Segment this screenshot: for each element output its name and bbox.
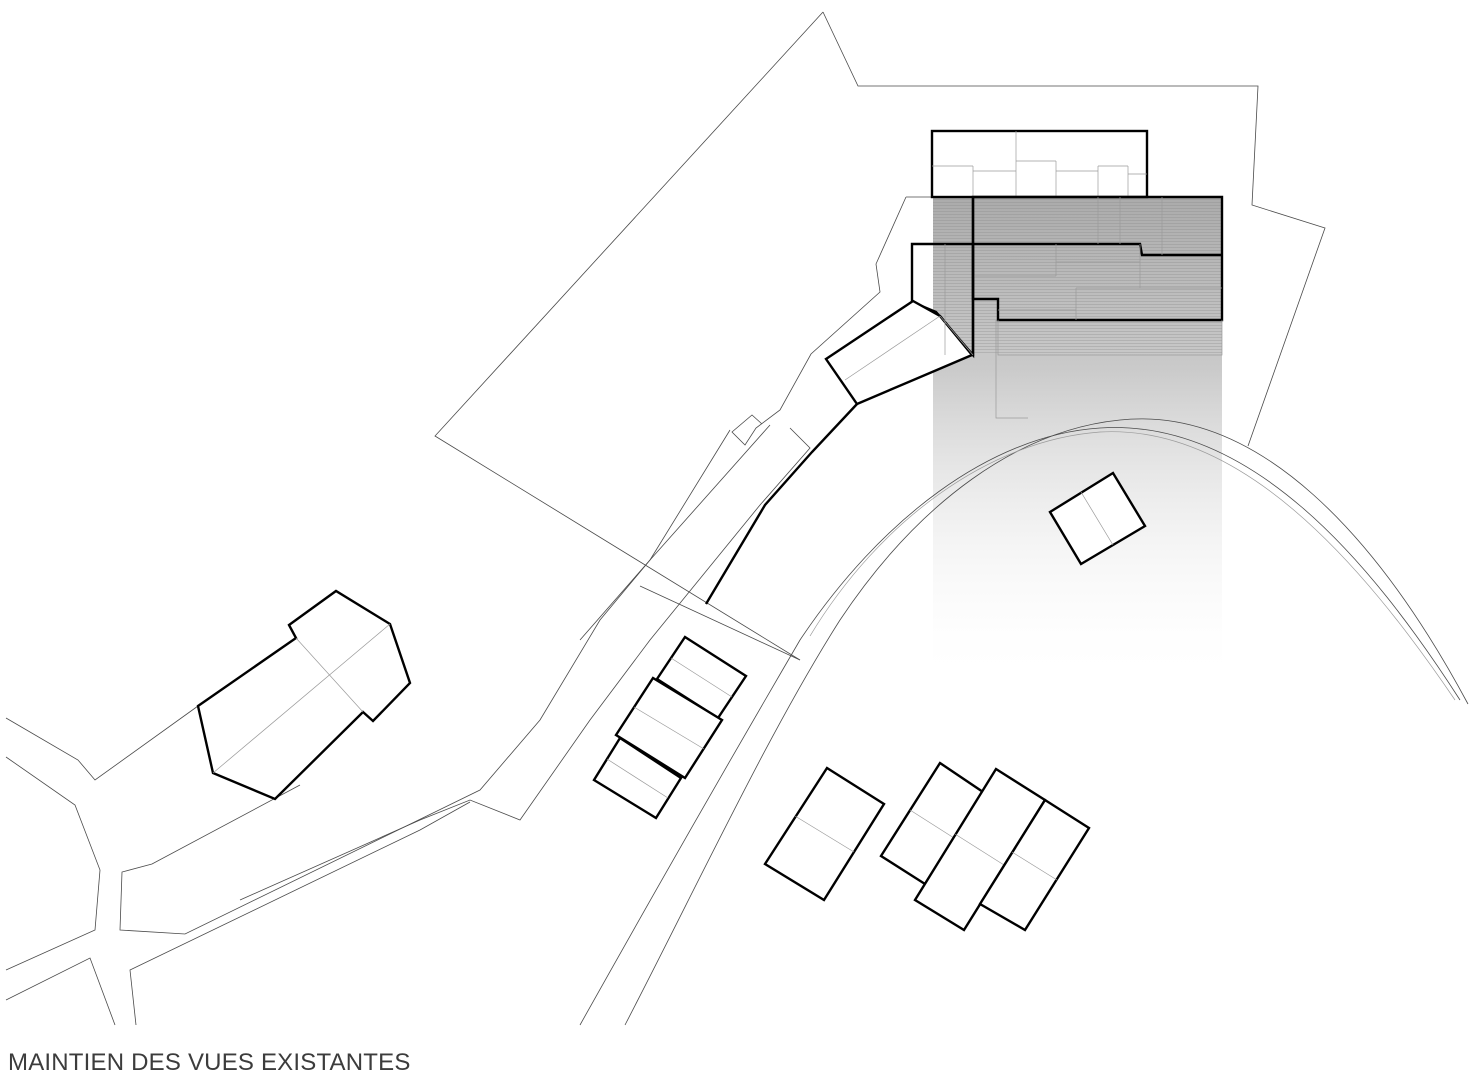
west-house-outline [196, 589, 412, 801]
building-north-block [930, 129, 1149, 199]
path-edge-a [239, 427, 811, 901]
terrace-building-3 [592, 736, 683, 820]
building-central-inner-line [973, 242, 1222, 257]
building-north-subdivisions [932, 131, 1147, 197]
terrace-buildings [592, 635, 748, 820]
parcel-boundary-slope [731, 196, 907, 446]
building-angled-wing [824, 299, 974, 406]
building-angled-wing-ridges [844, 244, 974, 381]
south-building-4 [978, 798, 1091, 932]
path-edge-c [639, 585, 801, 661]
main-building [704, 129, 1224, 605]
road [579, 418, 1469, 1026]
path-edge-d [129, 801, 471, 1026]
road-edge-inner-2 [809, 431, 1456, 701]
parcel-boundary-west [434, 11, 824, 661]
west-house [196, 589, 412, 801]
building-annex-outline [997, 320, 1223, 356]
path-edge-f [5, 756, 101, 971]
path-edge-g [5, 705, 199, 781]
path-edge-e [5, 957, 116, 1026]
building-annex-stair [995, 320, 1028, 419]
path-edge-h [579, 429, 731, 641]
annex-building [1048, 471, 1147, 566]
annex-building-outline [1048, 471, 1147, 566]
plan-caption: MAINTIEN DES VUES EXISTANTES [8, 1049, 411, 1076]
parcel-boundary-main [822, 11, 1326, 447]
building-central-subdivisions [973, 197, 1222, 320]
access-path [5, 424, 811, 1026]
parcel-lines [434, 11, 1326, 661]
path-edge-b [119, 424, 771, 935]
view-cone [933, 197, 1222, 685]
road-edge-inner [579, 427, 1461, 1026]
south-buildings [763, 761, 1091, 932]
road-edge-outer [624, 418, 1469, 1026]
retaining-wall [704, 403, 858, 605]
